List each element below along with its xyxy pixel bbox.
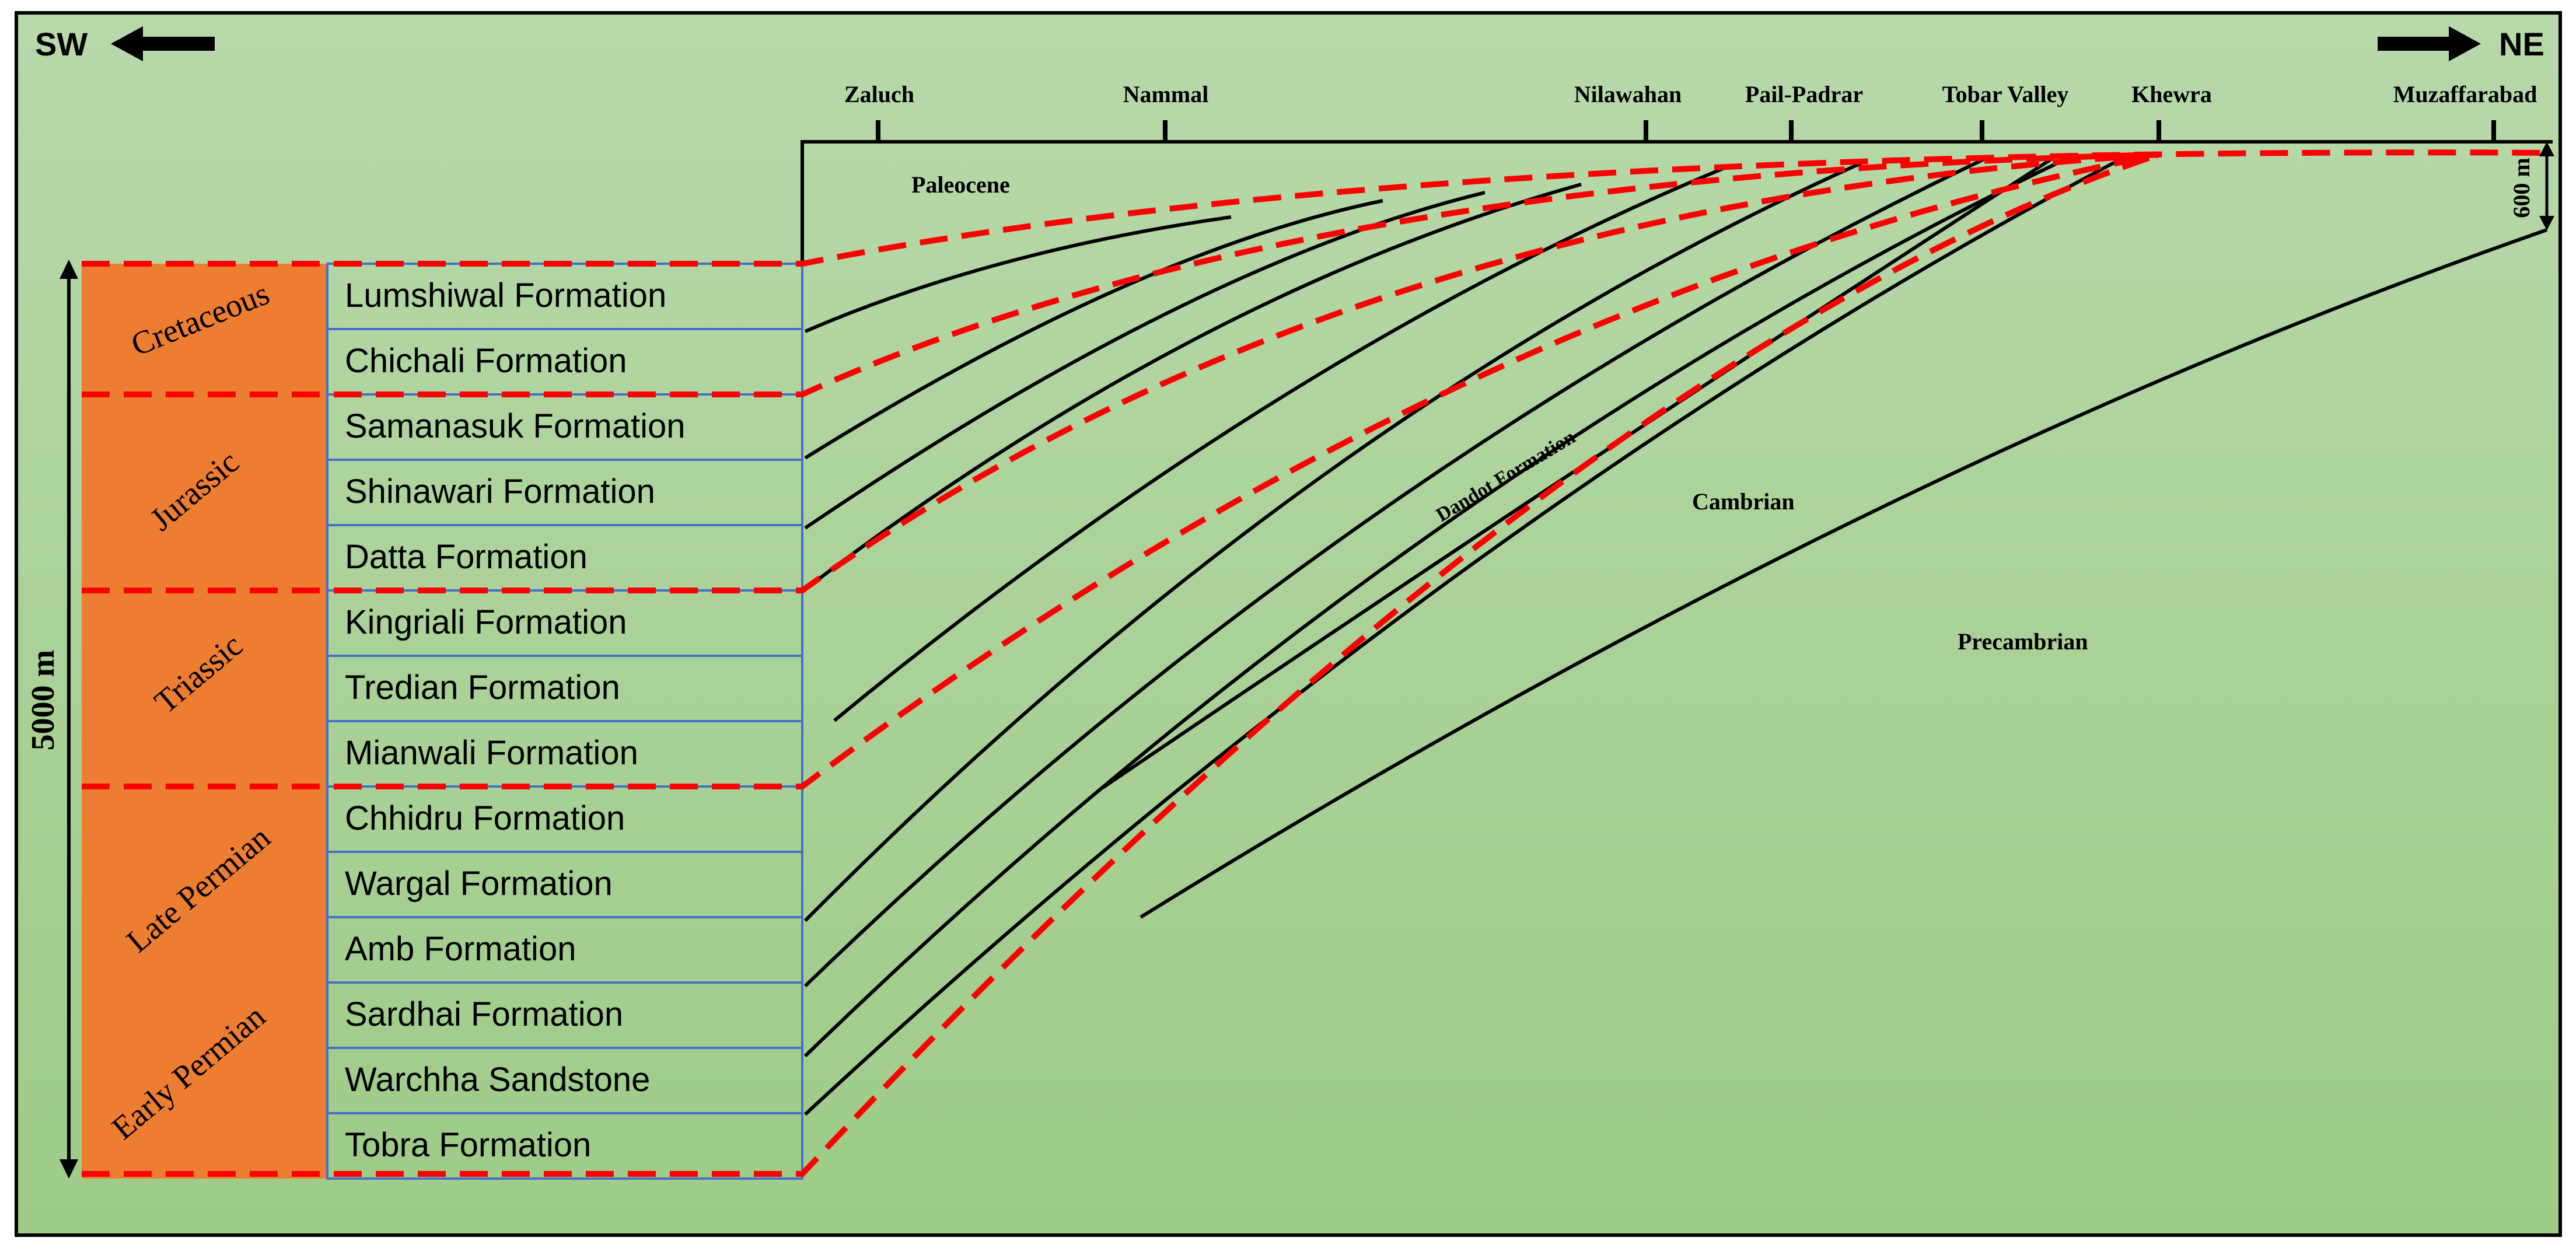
- formation-boundary-line: [833, 165, 1728, 722]
- formation-boundary-line: [804, 191, 1486, 530]
- arrow-up-small-icon: [2539, 142, 2554, 156]
- formation-name: Tobra Formation: [345, 1126, 591, 1164]
- ne-label: NE: [2499, 26, 2544, 62]
- formation-name: Amb Formation: [345, 930, 576, 968]
- surface-profile: Zaluch Nammal Nilawahan Pail-Padrar Tobar Va…: [801, 81, 2553, 264]
- formation-boundary-line: [804, 215, 1232, 333]
- formation-boundary-line: [803, 156, 2125, 1116]
- formation-name: Mianwali Formation: [345, 734, 638, 772]
- formation-boundary-line: [803, 158, 1985, 988]
- period-box: [82, 786, 327, 1179]
- paleocene-label: Paleocene: [911, 172, 1010, 198]
- formation-name: Lumshiwal Formation: [345, 277, 666, 314]
- period-box: [82, 590, 327, 786]
- locality-label: Khewra: [2131, 81, 2212, 107]
- arrow-left-icon: [111, 26, 215, 61]
- formation-boundary-lines: [803, 155, 2547, 1116]
- formation-boundary-line: [804, 199, 1383, 460]
- arrow-right-icon: [2378, 26, 2481, 61]
- formation-name: Chhidru Formation: [345, 799, 625, 837]
- formation-name: Sardhai Formation: [345, 995, 623, 1033]
- formation-name: Wargal Formation: [345, 865, 613, 903]
- period-boundary-line: [82, 152, 2159, 593]
- formation-boundary-line: [1140, 228, 2547, 919]
- arrow-down-icon: [60, 1159, 78, 1179]
- period-boundary-line: [82, 152, 2160, 1177]
- locality-label: Pail-Padrar: [1745, 81, 1863, 107]
- sw-label: SW: [35, 26, 88, 62]
- locality-label: Nilawahan: [1574, 81, 1682, 107]
- arrow-down-small-icon: [2539, 216, 2554, 230]
- formation-boundary-line: [804, 183, 1582, 591]
- period-box: [82, 394, 327, 590]
- period-box: [82, 264, 327, 394]
- locality-label: Zaluch: [844, 81, 914, 107]
- locality-label: Tobar Valley: [1942, 81, 2069, 107]
- sw-direction: SW: [35, 26, 215, 62]
- formation-name: Warchha Sandstone: [345, 1061, 650, 1099]
- thickness-scale-600: 600 m: [2508, 142, 2554, 230]
- formation-boundary-line: [803, 159, 1868, 922]
- precambrian-label: Precambrian: [1958, 628, 2088, 655]
- thickness-label: 5000 m: [25, 650, 61, 751]
- diagram-background: [15, 11, 2562, 1237]
- period-boundary-line: [82, 149, 2553, 267]
- period-boundary-line: [82, 152, 2159, 789]
- formation-name: Tredian Formation: [345, 669, 620, 707]
- formation-name: Shinawari Formation: [345, 473, 655, 511]
- wedge-thickness-label: 600 m: [2508, 158, 2535, 218]
- formation-cell: [326, 1112, 803, 1180]
- locality-markers: Zaluch Nammal Nilawahan Pail-Padrar Tobar Va…: [844, 81, 2537, 142]
- formation-name: Kingriali Formation: [345, 603, 627, 641]
- formation-name: Chichali Formation: [345, 342, 627, 380]
- ne-direction: NE: [2378, 26, 2544, 62]
- period-boundary-lines: [82, 149, 2553, 1177]
- locality-label: Nammal: [1123, 81, 1209, 107]
- thickness-scale-5000: 5000 m: [25, 260, 78, 1179]
- formation-name: Samanasuk Formation: [345, 407, 685, 445]
- locality-label: Muzaffarabad: [2393, 81, 2537, 107]
- formation-name: Datta Formation: [345, 538, 588, 576]
- period-boundary-line: [82, 152, 2159, 397]
- cambrian-label: Cambrian: [1692, 488, 1795, 515]
- arrow-up-icon: [60, 260, 78, 279]
- formation-boundary-line: [803, 155, 2072, 1058]
